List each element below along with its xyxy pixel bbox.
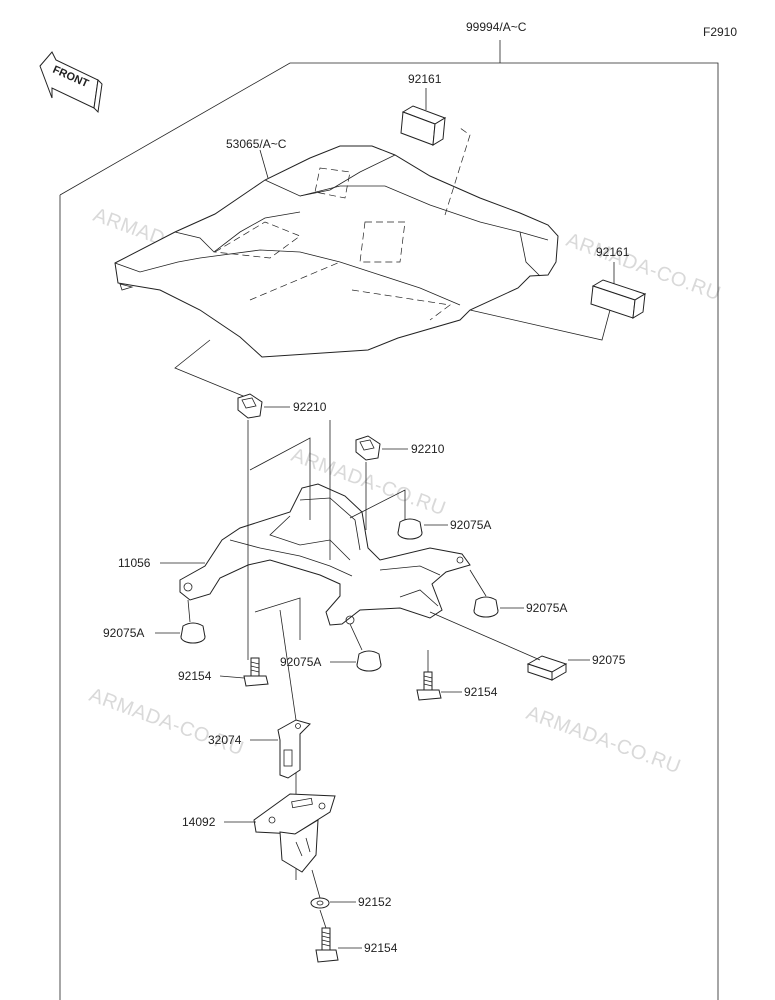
part-label-bolt-left: 92154	[178, 669, 212, 683]
part-label-nut-right: 92210	[411, 442, 445, 456]
seat-cover-53065	[114, 127, 559, 358]
guide-line	[349, 489, 406, 520]
guide-line	[279, 609, 297, 721]
watermark: ARMADA-CO.RU	[86, 684, 246, 760]
clip-nut-92210-right	[355, 435, 381, 461]
part-label-damper-left: 92075A	[103, 626, 144, 640]
part-label-washer: 92152	[358, 895, 392, 909]
clip-nut-92210-left	[237, 393, 263, 419]
guide-line	[174, 339, 249, 399]
part-label-pad-top: 92161	[408, 72, 442, 86]
leader-line	[469, 569, 487, 597]
part-label-holder: 14092	[182, 815, 216, 829]
part-label-cover: 53065/A~C	[226, 137, 287, 151]
damper-92075a-top-right	[397, 518, 423, 540]
part-label-pad-right: 92161	[596, 245, 630, 259]
bolt-92154-left	[243, 657, 269, 687]
leader-line	[219, 675, 245, 679]
kit-boundary-line	[59, 62, 719, 1000]
damper-92075a-center	[356, 650, 382, 672]
guide-line	[249, 437, 311, 520]
watermark: ARMADA-CO.RU	[523, 702, 683, 778]
bolt-92154-bottom	[315, 927, 339, 963]
part-label-damper-top-right: 92075A	[450, 518, 491, 532]
washer-92152	[310, 897, 330, 909]
part-label-damper-center: 92075A	[280, 655, 321, 669]
pad-92075	[526, 655, 568, 681]
bracket-11056	[179, 483, 471, 626]
part-label-pad-small: 92075	[592, 653, 626, 667]
leader-line	[429, 611, 541, 661]
pad-92161-top	[400, 105, 447, 146]
bolt-92154-right	[416, 671, 442, 701]
part-label-bolt-bottom: 92154	[364, 941, 398, 955]
leader-line	[311, 869, 321, 899]
part-label-kit: 99994/A~C	[466, 20, 527, 34]
damper-92075a-left	[180, 622, 206, 644]
damper-92075a-right	[473, 596, 499, 618]
leader-line	[187, 599, 191, 623]
part-label-bracket: 11056	[118, 556, 151, 570]
part-label-nut-left: 92210	[293, 400, 327, 414]
leader-line	[349, 623, 363, 651]
leader-line	[259, 149, 269, 179]
part-label-damper-right: 92075A	[526, 601, 567, 615]
holder-14092	[253, 793, 336, 873]
leader-line	[469, 309, 611, 341]
front-arrow-icon: FRONT	[39, 51, 103, 114]
leader-line	[319, 909, 327, 929]
part-label-stay: 32074	[208, 733, 242, 747]
part-label-bolt-right: 92154	[464, 685, 498, 699]
stay-32074	[277, 719, 311, 779]
guide-line	[254, 597, 301, 640]
pad-92161-right	[590, 279, 647, 319]
figure-code: F2910	[703, 25, 737, 39]
